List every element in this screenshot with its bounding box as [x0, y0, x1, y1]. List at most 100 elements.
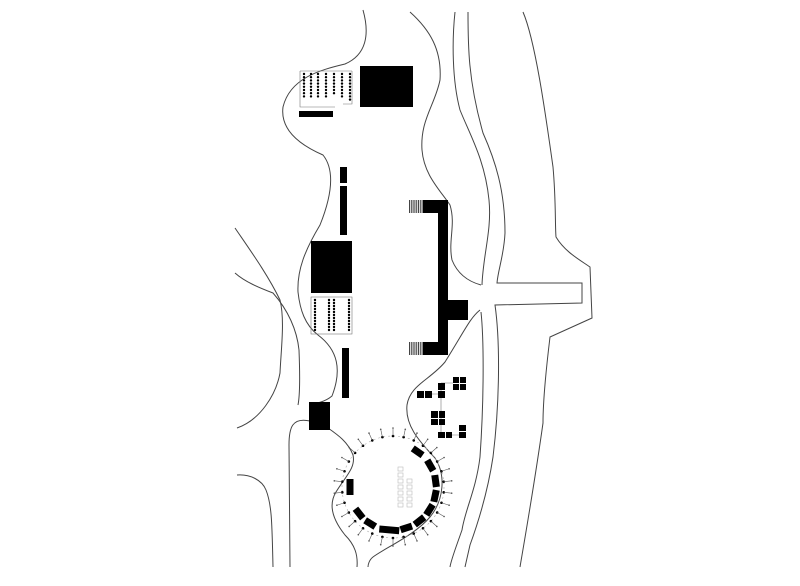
seat-dot [340, 82, 344, 85]
post-line [422, 528, 428, 535]
seat-dot [332, 322, 336, 326]
post-line [341, 512, 349, 517]
step-line [419, 342, 421, 355]
hatched-steps-bottom [409, 342, 423, 355]
seat-dot [332, 76, 336, 79]
post-tip [416, 432, 418, 434]
seat-dot [324, 92, 328, 95]
step-line [421, 342, 423, 355]
post-tip [368, 540, 370, 542]
post-line [422, 439, 428, 446]
post-tip [357, 533, 360, 536]
pavilion-cluster [417, 377, 466, 438]
inner-seat [397, 490, 404, 496]
inner-seat [397, 496, 404, 502]
post-line [380, 536, 383, 545]
amphitheater-segment [424, 458, 437, 473]
inner-seating-grid [397, 466, 413, 508]
seat-dot [327, 301, 331, 305]
seat-dot [347, 298, 351, 302]
post-tip [348, 446, 350, 449]
seat-dot [327, 310, 331, 314]
seat-dot [302, 82, 306, 85]
amphitheater-segment [430, 489, 440, 503]
seat-dot [340, 72, 344, 76]
seat-dot [313, 310, 317, 314]
inner-seat [397, 466, 404, 472]
north-hall-building [360, 66, 413, 107]
river-bank-a [452, 11, 491, 286]
seat-dot [324, 85, 328, 89]
seat-dot [348, 95, 352, 98]
inner-seat [397, 484, 404, 490]
amphitheater-segment [410, 445, 425, 459]
step-line [419, 200, 421, 213]
seat-dot [327, 319, 331, 323]
south-island-east-edge [367, 309, 481, 568]
seat-dot [309, 92, 313, 95]
post-tip [368, 432, 370, 434]
post-dot [343, 501, 346, 505]
amphitheater-segment [378, 525, 400, 535]
step-line [409, 342, 410, 355]
seat-dot [327, 304, 331, 308]
post-line [358, 439, 364, 446]
inner-seat [406, 478, 413, 484]
inner-seat [397, 472, 404, 478]
inner-seat [406, 496, 413, 502]
seat-dot [332, 310, 336, 314]
post-line [358, 528, 364, 535]
post-dot [381, 435, 384, 439]
seat-dot [332, 85, 336, 89]
seat-dot [316, 95, 320, 98]
seat-dot [332, 325, 336, 329]
post-tip [404, 543, 407, 546]
post-line [443, 480, 452, 482]
post-tip [379, 428, 382, 431]
inner-seat [397, 502, 404, 508]
seat-dot [332, 307, 336, 311]
west-thin-bar-2 [340, 186, 347, 235]
seat-dot [327, 316, 331, 320]
seat-dot [313, 322, 317, 326]
amphitheater-segment [423, 502, 436, 517]
amphitheater-segment [431, 474, 440, 488]
seat-dot [327, 313, 331, 317]
seat-dot [327, 325, 331, 329]
post-line [341, 457, 349, 462]
step-line [412, 342, 414, 355]
seat-dot [340, 85, 344, 89]
post-dot [370, 532, 374, 535]
seat-dot [309, 95, 313, 98]
post-tip [450, 492, 453, 494]
post-tip [357, 438, 360, 441]
southwest-square-building [309, 402, 330, 430]
seat-dot [313, 307, 317, 311]
seat-dot [313, 313, 317, 317]
seat-dot [348, 88, 352, 92]
seat-dot [316, 76, 320, 79]
step-line [414, 342, 416, 355]
seat-dot [332, 82, 336, 85]
hatched-steps-top [409, 200, 423, 213]
post-line [437, 512, 445, 517]
post-line [443, 492, 452, 494]
post-tip [443, 515, 445, 518]
seat-dot [347, 307, 351, 311]
seat-dot [324, 82, 328, 85]
seat-dot [316, 82, 320, 85]
step-line [418, 200, 419, 213]
river-bank-a-south [449, 311, 484, 568]
central-island-west-edge [282, 9, 367, 405]
seat-dot [313, 304, 317, 308]
seat-dot [347, 313, 351, 317]
amphitheater-ring [341, 435, 445, 539]
seat-dot [348, 98, 352, 101]
seat-dot [348, 76, 352, 79]
seat-dot [327, 328, 331, 332]
amphitheater-segment [352, 506, 366, 521]
seat-dot [309, 72, 313, 76]
post-dot [343, 469, 346, 473]
seat-dot [309, 79, 313, 82]
